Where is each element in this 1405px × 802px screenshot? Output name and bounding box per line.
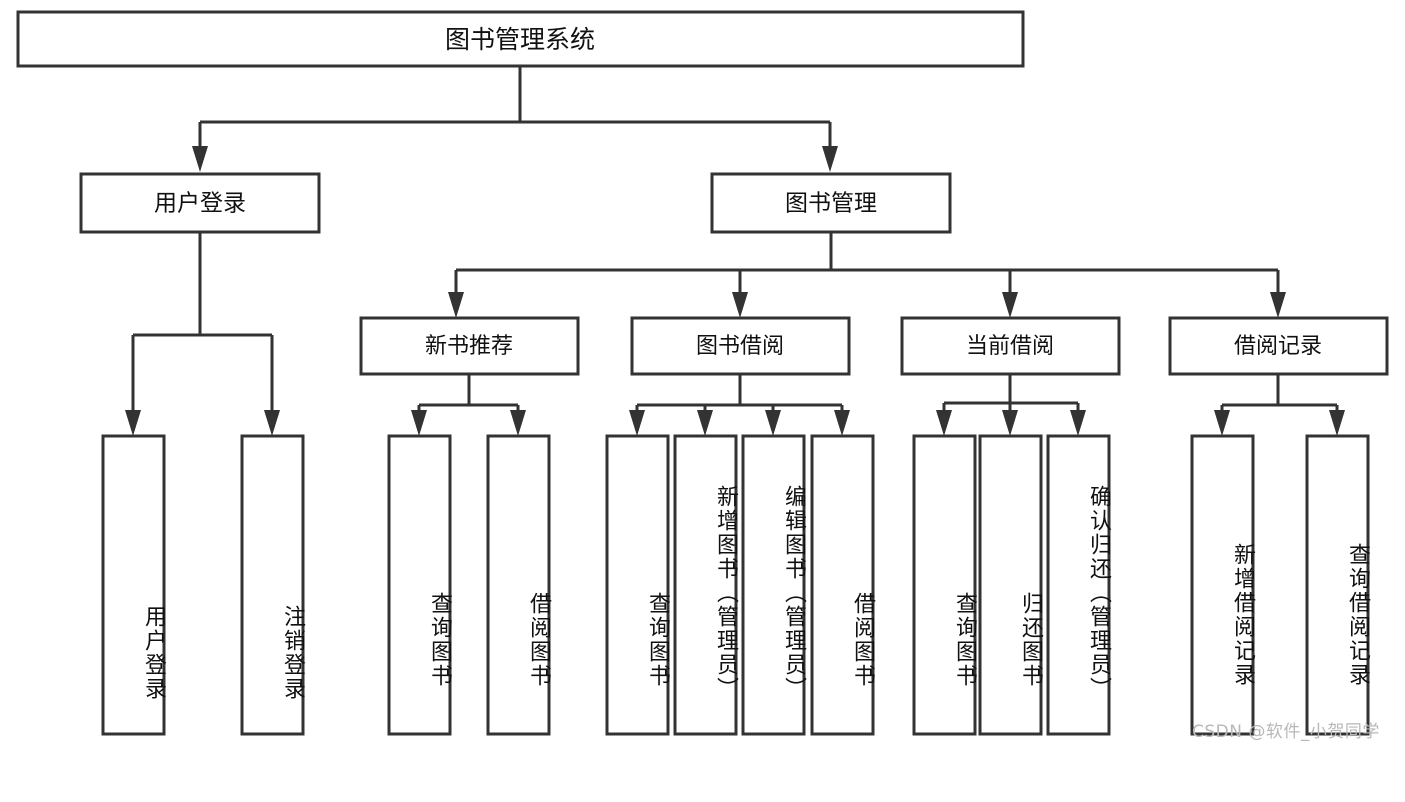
new-book-recommend-label: 新书推荐 — [425, 334, 513, 359]
arrow-icon — [192, 146, 208, 172]
leaf-box-query-book-1[interactable] — [387, 434, 452, 736]
leaf-box-borrow-book-2[interactable] — [810, 434, 875, 736]
user-login-box — [79, 172, 321, 234]
arrow-icon — [264, 410, 280, 436]
node-book-borrow[interactable]: 图书借阅 — [630, 316, 851, 376]
arrow-icon — [732, 292, 748, 318]
new-book-recommend-box — [359, 316, 580, 376]
connector-current-borrow-to-leaves — [936, 374, 1086, 436]
arrow-icon — [629, 410, 645, 436]
arrow-icon — [411, 410, 427, 436]
leaf-box-add-book-admin[interactable] — [673, 434, 738, 736]
leaf-box-query-book-2[interactable] — [605, 434, 670, 736]
node-current-borrow[interactable]: 当前借阅 — [900, 316, 1121, 376]
connector-user-login-to-leaves — [125, 232, 280, 436]
root-box — [16, 10, 1025, 68]
leaf-box-edit-book-admin[interactable] — [741, 434, 806, 736]
arrow-icon — [1329, 410, 1345, 436]
leaf-box-add-borrow-record[interactable] — [1190, 434, 1255, 736]
arrow-icon — [1002, 292, 1018, 318]
arrow-icon — [834, 410, 850, 436]
arrow-icon — [448, 292, 464, 318]
connector-root-to-level2 — [192, 66, 838, 172]
leaf-box-user-login[interactable] — [101, 434, 166, 736]
arrow-icon — [125, 410, 141, 436]
node-user-login[interactable]: 用户登录 — [79, 172, 321, 234]
node-new-book-recommend[interactable]: 新书推荐 — [359, 316, 580, 376]
node-root[interactable]: 图书管理系统 — [16, 10, 1025, 68]
connector-book-manage-to-level3 — [448, 232, 1286, 318]
arrow-icon — [822, 146, 838, 172]
leaf-box-user-logout[interactable] — [240, 434, 305, 736]
arrow-icon — [697, 410, 713, 436]
arrow-icon — [765, 410, 781, 436]
root-label: 图书管理系统 — [445, 25, 595, 54]
user-login-label: 用户登录 — [154, 191, 246, 217]
tree-diagram: 图书管理系统 用户登录 图书管理 — [16, 10, 1389, 742]
leaf-box-query-book-3[interactable] — [912, 434, 977, 736]
arrow-icon — [1270, 292, 1286, 318]
leaf-box-return-book[interactable] — [978, 434, 1043, 736]
book-manage-label: 图书管理 — [785, 191, 877, 217]
arrow-icon — [1002, 410, 1018, 436]
arrow-icon — [1214, 410, 1230, 436]
connector-borrow-record-to-leaves — [1214, 374, 1345, 436]
leaf-box-borrow-book-1[interactable] — [486, 434, 551, 736]
connector-new-book-recommend-to-leaves — [411, 374, 526, 436]
watermark: CSDN @软件_小贺同学 — [1192, 722, 1380, 742]
leaf-box-query-borrow-record[interactable] — [1305, 434, 1370, 736]
diagram-canvas: 图书管理系统 用户登录 图书管理 — [16, 10, 1389, 736]
current-borrow-label: 当前借阅 — [966, 334, 1054, 359]
arrow-icon — [510, 410, 526, 436]
connector-book-borrow-to-leaves — [629, 374, 850, 436]
node-book-manage[interactable]: 图书管理 — [710, 172, 952, 234]
borrow-record-label: 借阅记录 — [1234, 334, 1322, 359]
node-borrow-record[interactable]: 借阅记录 — [1168, 316, 1389, 376]
arrow-icon — [1070, 410, 1086, 436]
current-borrow-box — [900, 316, 1121, 376]
book-borrow-label: 图书借阅 — [696, 334, 784, 359]
leaf-box-confirm-return-admin[interactable] — [1046, 434, 1111, 736]
arrow-icon — [936, 410, 952, 436]
